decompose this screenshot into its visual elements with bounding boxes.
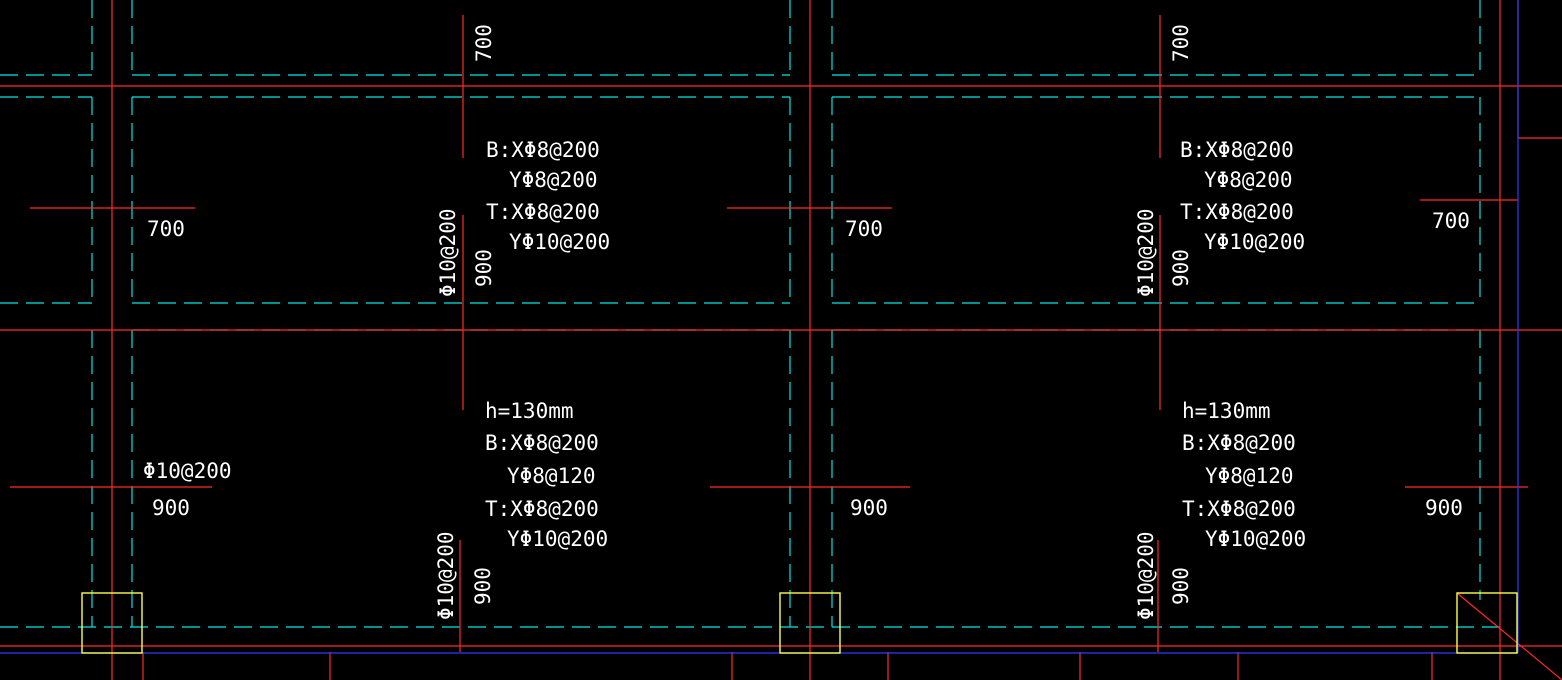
top-rebar-x[interactable]: T:XΦ8@200 xyxy=(485,497,599,521)
support-rebar-label[interactable]: Φ10@200 xyxy=(143,459,232,483)
dimension-label[interactable]: 700 xyxy=(845,217,883,241)
top-rebar-y[interactable]: YΦ10@200 xyxy=(509,230,610,254)
columns xyxy=(81,592,1518,654)
beam-outlines xyxy=(0,0,1500,628)
slab-note-upper-right: B:XΦ8@200 YΦ8@200 T:XΦ8@200 YΦ10@200 xyxy=(1180,138,1305,254)
bottom-rebar-x[interactable]: B:XΦ8@200 xyxy=(1182,431,1296,455)
dimension-label[interactable]: 700 xyxy=(1432,209,1470,233)
bottom-rebar-x[interactable]: B:XΦ8@200 xyxy=(1180,138,1294,162)
dimension-label[interactable]: 900 xyxy=(1425,496,1463,520)
dimension-label[interactable]: 900 xyxy=(850,496,888,520)
slab-thickness[interactable]: h=130mm xyxy=(1182,399,1271,423)
top-rebar-y[interactable]: YΦ10@200 xyxy=(507,527,608,551)
column[interactable] xyxy=(1456,592,1518,654)
top-rebar-x[interactable]: T:XΦ8@200 xyxy=(1182,497,1296,521)
top-rebar-y[interactable]: YΦ10@200 xyxy=(1205,527,1306,551)
column[interactable] xyxy=(779,592,841,654)
dimension-label[interactable]: 700 xyxy=(147,217,185,241)
slab-note-lower-right: h=130mm B:XΦ8@200 YΦ8@120 T:XΦ8@200 YΦ10… xyxy=(1182,399,1306,551)
support-rebar-label[interactable]: Φ10@200 xyxy=(1134,208,1158,297)
support-rebar-labels: Φ10@200 Φ10@200 Φ10@200 Φ10@200 Φ10@200 xyxy=(143,208,1158,620)
bottom-rebar-y[interactable]: YΦ8@120 xyxy=(1205,464,1294,488)
bottom-rebar-y[interactable]: YΦ8@200 xyxy=(509,168,598,192)
bottom-rebar-x[interactable]: B:XΦ8@200 xyxy=(486,138,600,162)
slab-note-upper-left: B:XΦ8@200 YΦ8@200 T:XΦ8@200 YΦ10@200 xyxy=(486,138,610,254)
support-rebar-label[interactable]: Φ10@200 xyxy=(436,208,460,297)
slab-boundary xyxy=(0,0,1519,654)
top-rebar-x[interactable]: T:XΦ8@200 xyxy=(486,200,600,224)
dimension-label[interactable]: 700 xyxy=(1169,24,1193,62)
dimension-label[interactable]: 700 xyxy=(472,24,496,62)
dimension-label[interactable]: 900 xyxy=(152,496,190,520)
bottom-rebar-y[interactable]: YΦ8@200 xyxy=(1204,168,1293,192)
bottom-rebar-x[interactable]: B:XΦ8@200 xyxy=(485,431,599,455)
dimension-label[interactable]: 900 xyxy=(472,249,496,287)
support-rebar-label[interactable]: Φ10@200 xyxy=(1134,531,1158,620)
column[interactable] xyxy=(81,592,143,654)
dimension-label[interactable]: 900 xyxy=(1169,567,1193,605)
dimension-labels: 700 700 700 700 700 900 900 900 900 900 … xyxy=(147,24,1470,605)
support-rebar-label[interactable]: Φ10@200 xyxy=(434,531,458,620)
top-rebar-x[interactable]: T:XΦ8@200 xyxy=(1180,200,1294,224)
top-rebar-y[interactable]: YΦ10@200 xyxy=(1204,230,1305,254)
bottom-rebar-y[interactable]: YΦ8@120 xyxy=(507,464,596,488)
slab-note-lower-left: h=130mm B:XΦ8@200 YΦ8@120 T:XΦ8@200 YΦ10… xyxy=(485,399,608,551)
slab-thickness[interactable]: h=130mm xyxy=(485,399,574,423)
dimension-label[interactable]: 900 xyxy=(1169,249,1193,287)
dimension-label[interactable]: 900 xyxy=(471,567,495,605)
